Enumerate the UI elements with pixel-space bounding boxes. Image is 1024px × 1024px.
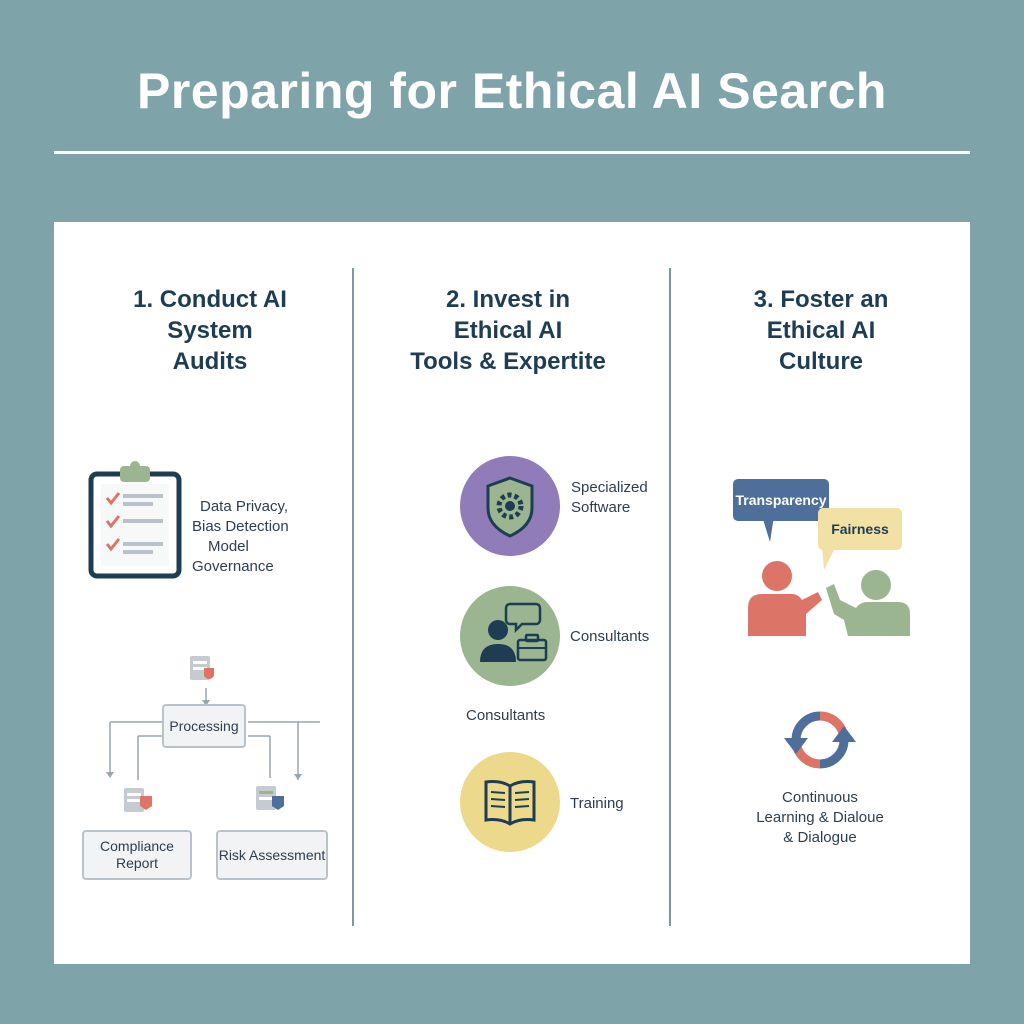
column-3-heading-line-1: 3. Foster an (753, 286, 889, 313)
training-label: Training (570, 795, 624, 812)
column-2-heading-line-2: Ethical AI (453, 317, 563, 344)
consultants-circle (460, 586, 560, 686)
checklist-label-4: Governance (192, 558, 274, 575)
software-label: Specialized Software (571, 478, 648, 518)
column-divider-1 (352, 268, 354, 926)
software-label-line-1: Specialized (571, 479, 648, 496)
column-1-heading-line-1: 1. Conduct AI (133, 286, 287, 313)
page-title: Preparing for Ethical AI Search (137, 63, 887, 119)
checklist-label-3: Model (208, 538, 249, 555)
consultants-extra-label: Consultants (466, 707, 546, 724)
software-circle (460, 456, 560, 556)
fairness-bubble-tail (822, 546, 836, 570)
checklist-label-2: Bias Detection (192, 518, 289, 535)
compliance-line-1: Compliance (100, 838, 174, 854)
cycle-label-line-2: Learning & Dialoue (756, 809, 884, 826)
flow-connectors (106, 656, 320, 812)
transparency-bubble-tail (762, 516, 774, 542)
flow-risk-assessment-box: Risk Assessment (216, 830, 328, 880)
cycle-label-line-3: & Dialogue (783, 829, 857, 846)
title-divider (54, 151, 970, 154)
clipboard-checklist-icon (88, 461, 182, 579)
people-discussion-icon (748, 561, 910, 636)
training-circle (460, 752, 560, 852)
software-label-line-2: Software (571, 499, 631, 516)
column-3-heading: 3. Foster an Ethical AI Culture (706, 284, 936, 377)
transparency-bubble: Transparency (733, 479, 829, 521)
column-1-heading-line-2: System (167, 317, 253, 344)
fairness-bubble: Fairness (818, 508, 902, 550)
consultants-label: Consultants (570, 628, 650, 645)
column-divider-2 (669, 268, 671, 926)
cycle-arrows-icon (784, 711, 856, 769)
column-3-heading-line-3: Culture (779, 348, 863, 375)
cycle-label-line-1: Continuous (782, 789, 858, 806)
column-2-heading-line-3: Tools & Expertite (410, 348, 606, 375)
column-3-heading-line-2: Ethical AI (766, 317, 876, 344)
consultant-icon (480, 602, 548, 662)
flow-compliance-report-box: Compliance Report (82, 830, 192, 880)
cycle-label: Continuous Learning & Dialoue & Dialogue (740, 788, 900, 848)
column-1-heading: 1. Conduct AI System Audits (98, 284, 322, 377)
compliance-line-2: Report (115, 855, 159, 871)
flow-processing-box: Processing (162, 704, 246, 748)
column-2-heading: 2. Invest in Ethical AI Tools & Expertit… (388, 284, 628, 377)
column-1-heading-line-3: Audits (172, 348, 248, 375)
checklist-label-1: Data Privacy, (200, 498, 289, 515)
column-2-heading-line-1: 2. Invest in (445, 286, 571, 313)
book-icon (484, 780, 536, 826)
shield-gear-icon (486, 476, 534, 538)
